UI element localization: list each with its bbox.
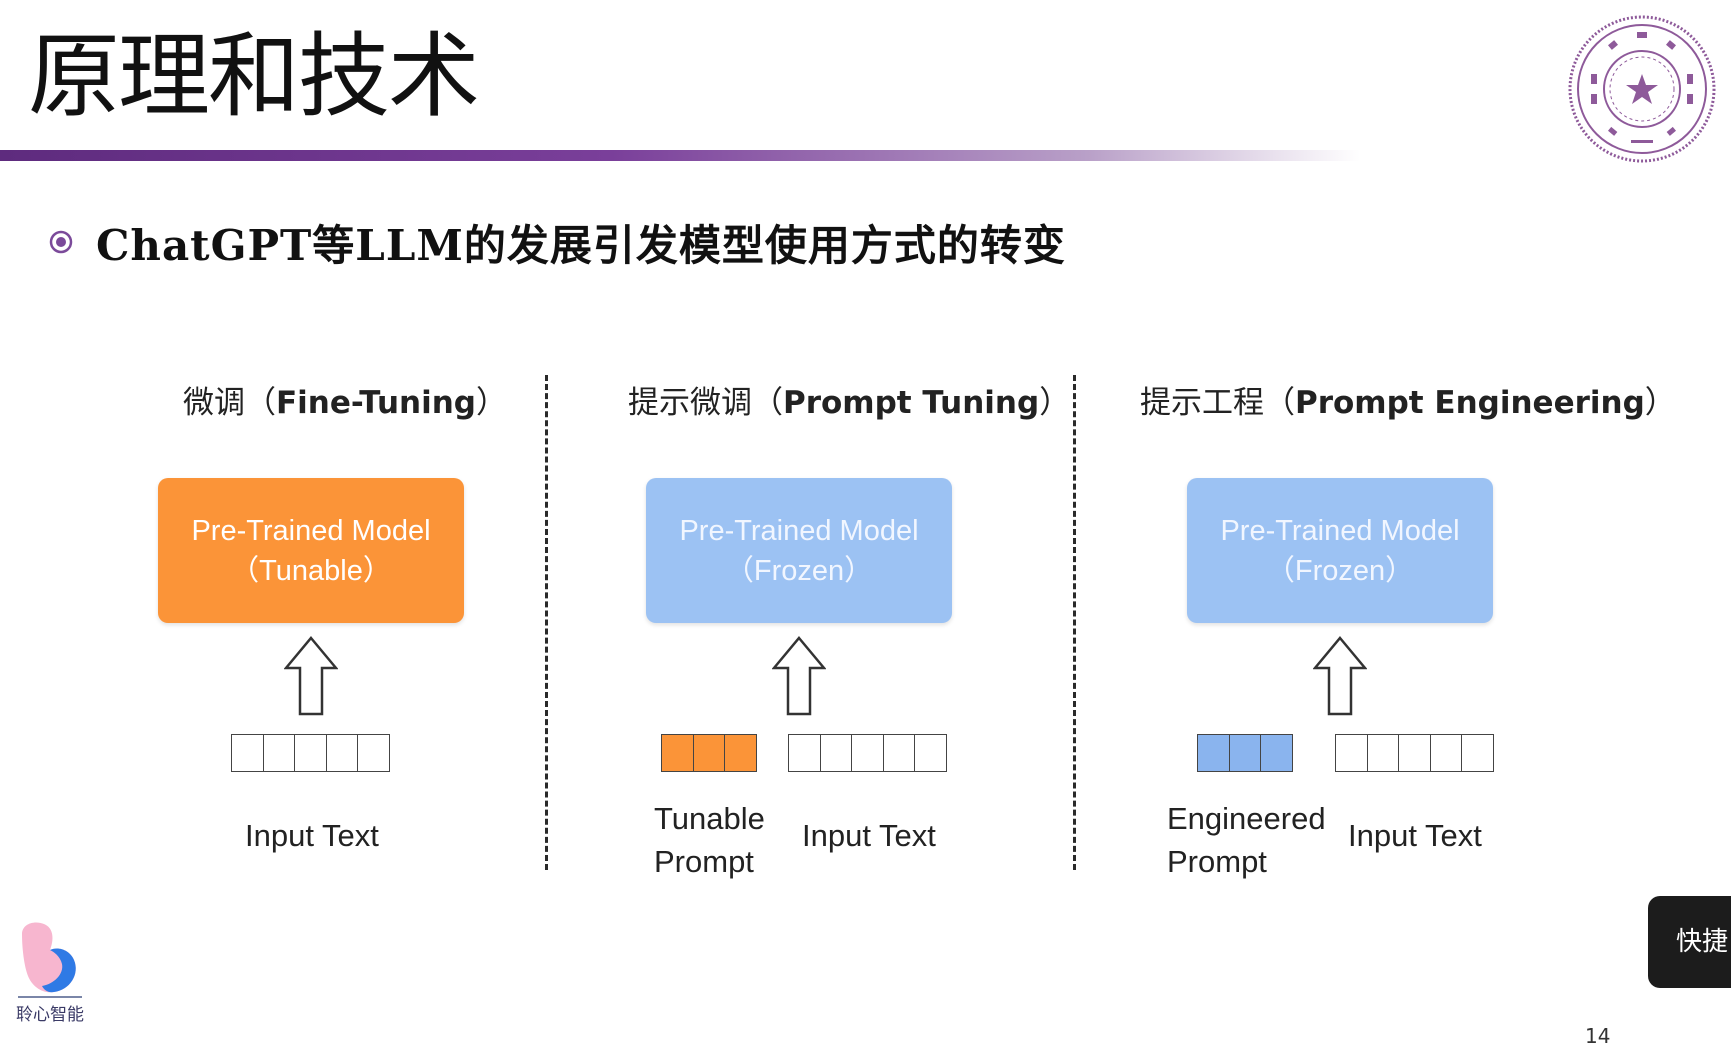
input-text-label: Input Text: [1348, 818, 1482, 853]
column-title-prompt-tuning: 提示微调（Prompt Tuning）: [628, 385, 1071, 421]
prompt-label-line1: Engineered: [1167, 801, 1326, 836]
column-title-zh: 提示工程: [1140, 385, 1264, 421]
bullet-point: ChatGPT等LLM的发展引发模型使用方式的转变: [48, 212, 1066, 272]
input-text-label: Input Text: [802, 818, 936, 853]
slide-title: 原理和技术: [28, 23, 480, 130]
token-cell: [724, 734, 757, 772]
token-cell: [661, 734, 694, 772]
model-label: Pre-Trained Model: [191, 514, 431, 547]
token-cell: [1398, 734, 1431, 772]
bullet-text: ChatGPT等LLM的发展引发模型使用方式的转变: [96, 220, 1066, 270]
prompt-label-line2: Prompt: [654, 844, 754, 879]
token-cell: [1335, 734, 1368, 772]
company-logo-icon: [18, 922, 82, 998]
tunable-prompt-tokens: [661, 734, 757, 772]
column-divider: [1073, 375, 1076, 870]
column-title-en: Prompt Tuning: [783, 385, 1040, 421]
tunable-prompt-label: Tunable Prompt: [654, 797, 765, 883]
input-text-tokens: [231, 734, 390, 772]
token-cell: [1366, 734, 1400, 772]
target-bullet-icon: [49, 230, 73, 254]
column-title-fine-tuning: 微调（Fine-Tuning）: [183, 385, 507, 421]
token-cell: [851, 734, 884, 772]
token-cell: [914, 734, 947, 772]
model-label: Pre-Trained Model: [1220, 514, 1460, 547]
column-title-zh: 微调: [183, 385, 245, 421]
token-cell: [692, 734, 726, 772]
token-cell: [294, 734, 327, 772]
token-cell: [231, 734, 264, 772]
model-box-frozen: Pre-Trained Model （Frozen）: [646, 478, 952, 623]
shortcut-floating-tab[interactable]: 快捷: [1648, 896, 1731, 988]
token-cell: [788, 734, 821, 772]
column-title-prompt-engineering: 提示工程（Prompt Engineering）: [1140, 385, 1676, 421]
up-arrow-icon: [1313, 636, 1367, 716]
input-text-label: Input Text: [245, 818, 379, 853]
engineered-prompt-tokens: [1197, 734, 1293, 772]
token-cell: [1461, 734, 1494, 772]
model-state: （Frozen）: [724, 554, 874, 587]
token-cell: [325, 734, 359, 772]
page-number: 14: [1585, 1024, 1611, 1048]
engineered-prompt-label: Engineered Prompt: [1167, 797, 1326, 883]
token-cell: [262, 734, 296, 772]
model-state: （Frozen）: [1265, 554, 1415, 587]
token-cell: [819, 734, 853, 772]
token-cell: [1197, 734, 1230, 772]
token-cell: [882, 734, 916, 772]
column-title-en: Fine-Tuning: [276, 385, 476, 421]
column-title-zh: 提示微调: [628, 385, 752, 421]
input-text-tokens: [1335, 734, 1494, 772]
model-box-tunable: Pre-Trained Model （Tunable）: [158, 478, 464, 623]
column-title-en: Prompt Engineering: [1295, 385, 1645, 421]
title-underline-bar: [0, 150, 1360, 161]
model-state: （Tunable）: [230, 554, 392, 587]
token-cell: [357, 734, 390, 772]
model-label: Pre-Trained Model: [679, 514, 919, 547]
prompt-label-line2: Prompt: [1167, 844, 1267, 879]
up-arrow-icon: [284, 636, 338, 716]
up-arrow-icon: [772, 636, 826, 716]
column-divider: [545, 375, 548, 870]
prompt-label-line1: Tunable: [654, 801, 765, 836]
input-text-tokens: [788, 734, 947, 772]
model-box-frozen: Pre-Trained Model （Frozen）: [1187, 478, 1493, 623]
token-cell: [1228, 734, 1262, 772]
token-cell: [1260, 734, 1293, 772]
company-logo-text: 聆心智能: [16, 1005, 84, 1025]
university-seal-icon: [1568, 15, 1716, 163]
token-cell: [1429, 734, 1463, 772]
